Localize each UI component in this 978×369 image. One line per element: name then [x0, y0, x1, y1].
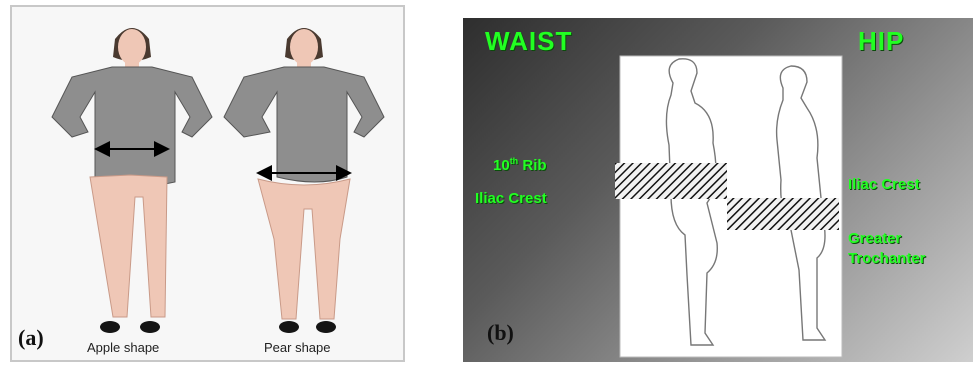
- waist-iliac-crest-label: Iliac Crest: [475, 190, 547, 207]
- hip-iliac-crest-label: Iliac Crest: [848, 176, 920, 193]
- greater-label: Greater: [848, 230, 901, 247]
- panel-b-label: (b): [487, 320, 514, 346]
- pear-shape-figure: [224, 28, 384, 333]
- trochanter-label: Trochanter: [848, 250, 926, 267]
- panel-b-measurement-sites: WAIST HIP 10th Rib Iliac Crest Iliac Cre…: [463, 18, 973, 362]
- hip-hatched-band: [727, 198, 839, 230]
- pear-shape-caption: Pear shape: [264, 340, 331, 355]
- waist-title: WAIST: [485, 26, 572, 57]
- tenth-rib-label: 10th Rib: [493, 156, 547, 174]
- hip-title: HIP: [858, 26, 904, 57]
- waist-hatched-band: [615, 163, 727, 199]
- body-shapes-illustration: [12, 7, 407, 364]
- panel-a-body-shapes: (a) Apple shape Pear shape: [10, 5, 405, 362]
- apple-shape-caption: Apple shape: [87, 340, 159, 355]
- apple-shape-figure: [52, 28, 212, 333]
- panel-a-label: (a): [18, 325, 44, 351]
